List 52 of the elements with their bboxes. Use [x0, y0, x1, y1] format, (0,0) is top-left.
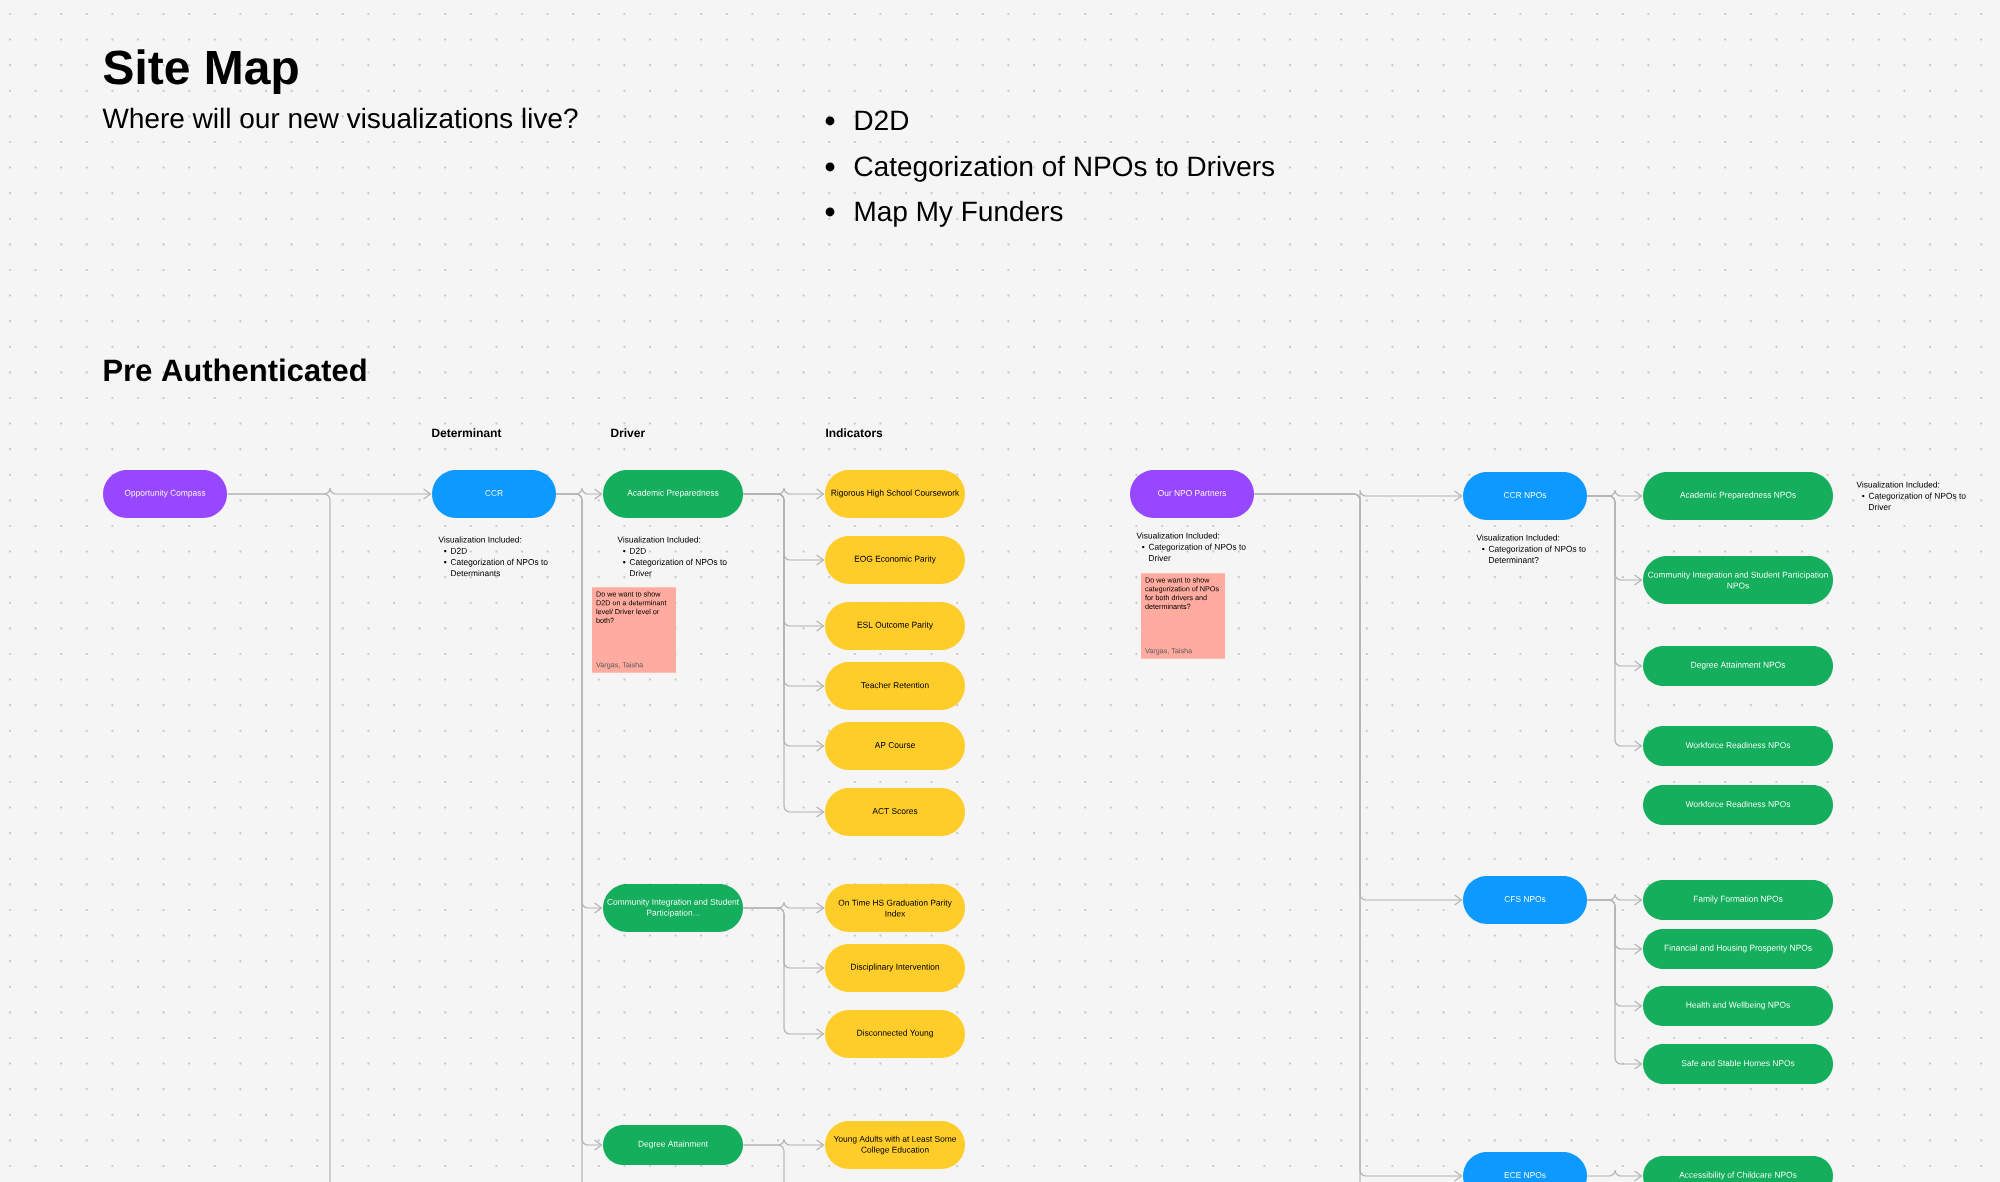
process-box: CCR	[432, 470, 556, 518]
connector-line	[1253, 493, 1361, 1182]
process-box: CCR NPOs	[1463, 472, 1588, 520]
annotation-text: Visualization Included: Categorization of NPOs to Driver	[1856, 481, 1966, 510]
bullet-item: Categorization of NPOs to Drivers	[825, 155, 1275, 182]
column-heading: Indicators	[826, 428, 883, 438]
subtitle: Where will our new visualizations live?	[102, 107, 578, 129]
annotation-text: Visualization Included: D2D Categorization of NPOs to Driver	[617, 536, 727, 577]
process-box: Family Formation NPOs	[1643, 880, 1834, 920]
process-box: Degree Attainment	[603, 1125, 743, 1165]
process-box: ECE NPOs	[1463, 1152, 1588, 1182]
process-box: Workforce Readiness NPOs	[1643, 785, 1834, 825]
annotation-text: Visualization Included: Categorization of NPOs to Driver	[1136, 532, 1246, 561]
process-box: AP Course	[825, 722, 965, 770]
process-box: Our NPO Partners	[1130, 470, 1254, 518]
connector-line	[226, 493, 331, 1182]
process-box: EOG Economic Parity	[825, 536, 965, 584]
process-box: Disconnected Young	[825, 1010, 965, 1058]
process-box: Financial and Housing Prosperity NPOs	[1643, 929, 1834, 969]
connector-line	[555, 493, 583, 1182]
process-box: Degree Attainment NPOs	[1643, 646, 1834, 686]
process-box: Opportunity Compass	[103, 470, 227, 518]
bullet-item: D2D	[825, 110, 909, 130]
connector-arrow	[1586, 495, 1643, 752]
process-box: Workforce Readiness NPOs	[1643, 726, 1834, 766]
column-heading: Driver	[611, 428, 645, 438]
connector-arrow	[1586, 899, 1643, 1070]
title: Site Map	[103, 49, 298, 94]
process-box: Health and Wellbeing NPOs	[1643, 986, 1834, 1026]
process-box: Academic Preparedness NPOs	[1643, 472, 1834, 520]
column-heading: Determinant	[432, 428, 502, 438]
process-box: On Time HS Graduation Parity Index	[825, 884, 965, 932]
connector-line	[742, 1144, 785, 1182]
process-box: Accessibility of Childcare NPOs	[1643, 1156, 1834, 1182]
process-box: Teacher Retention	[825, 662, 965, 710]
process-box: Young Adults with at Least Some College Education	[825, 1121, 965, 1169]
annotation-text: Visualization Included: Categorization of NPOs to Determinant?	[1476, 534, 1586, 563]
process-box: Rigorous High School Coursework	[825, 470, 965, 518]
process-box: ACT Scores	[825, 788, 965, 836]
process-box: Academic Preparedness	[603, 470, 743, 518]
annotation-text: Visualization Included: D2D Categorization of NPOs to Determinants	[438, 536, 548, 577]
connector-arrow	[742, 493, 825, 818]
process-box: CFS NPOs	[1463, 876, 1588, 924]
process-box: Safe and Stable Homes NPOs	[1643, 1044, 1834, 1084]
connector-arrow	[742, 907, 825, 1040]
connector-arrow	[1586, 1169, 1643, 1182]
process-box: Community Integration and Student Participation NPOs	[1643, 556, 1834, 604]
bullet-item: Map My Funders	[825, 200, 1063, 227]
process-box: Community Integration and Student Participation...	[603, 884, 743, 932]
section-heading: Pre Authenticated	[104, 358, 366, 382]
process-box: ESL Outcome Parity	[825, 602, 965, 650]
process-box: Disciplinary Intervention	[825, 944, 965, 992]
